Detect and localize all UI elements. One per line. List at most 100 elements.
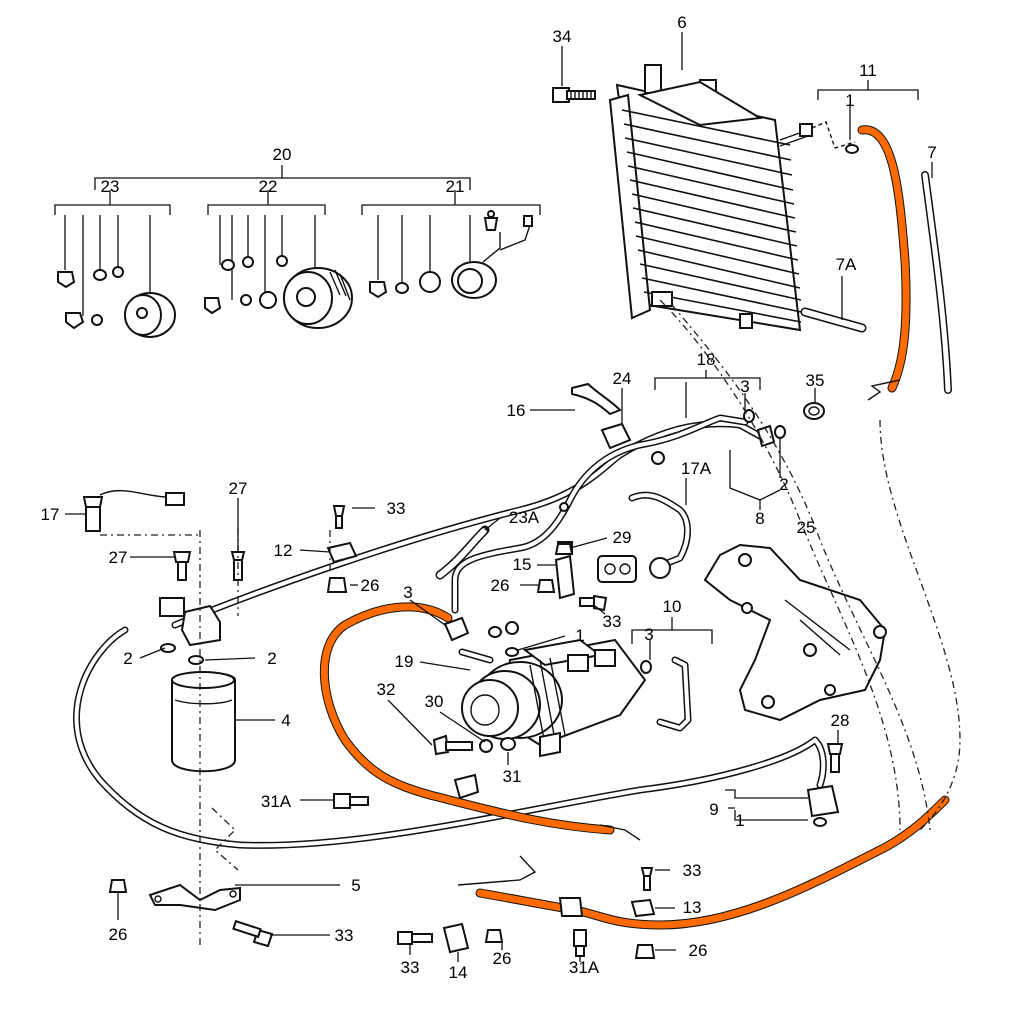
callout-24: 24 <box>613 369 632 388</box>
nut-29 <box>554 543 574 555</box>
callout-7a: 7A <box>836 255 857 274</box>
callout-30: 30 <box>425 692 444 711</box>
pipe-18 <box>171 414 764 629</box>
bolt-33-top <box>332 505 346 529</box>
callout-29: 29 <box>613 528 632 547</box>
callout-23: 23 <box>101 177 120 196</box>
o-ring-1 <box>845 144 859 154</box>
callout-2: 2 <box>267 649 276 668</box>
callout-10: 10 <box>663 597 682 616</box>
callout-26: 26 <box>361 576 380 595</box>
callout-21: 21 <box>446 177 465 196</box>
hose-11-connection-dash <box>811 121 856 149</box>
nut-26-left <box>108 879 128 893</box>
callout-14: 14 <box>449 963 468 982</box>
callout-34: 34 <box>553 27 572 46</box>
bolt-33-mid <box>579 594 608 612</box>
condenser <box>608 64 813 332</box>
callout-16: 16 <box>507 401 526 420</box>
callout-26: 26 <box>109 925 128 944</box>
bracket-9 <box>806 784 840 818</box>
break-mark-lower <box>457 855 537 886</box>
grommet-35 <box>803 402 825 420</box>
callout-3: 3 <box>403 583 412 602</box>
clamp-14 <box>442 922 470 954</box>
cable-tie-16 <box>571 382 622 416</box>
line-17a <box>597 491 691 583</box>
callout-8: 8 <box>755 509 764 528</box>
bolt-31a-lower <box>573 929 587 957</box>
bolt-31a-upper <box>333 793 369 809</box>
receiver-drier-4 <box>159 597 236 773</box>
nut-26-mid <box>536 579 556 593</box>
o-ring-1-lower <box>813 817 827 827</box>
o-ring-1-compressor <box>505 647 519 657</box>
callout-3: 3 <box>644 625 653 644</box>
bracket-12 <box>326 541 358 564</box>
bolt-33-bottom <box>397 931 433 945</box>
callout-33: 33 <box>401 958 420 977</box>
callout-31: 31 <box>503 767 522 786</box>
callout-26: 26 <box>491 576 510 595</box>
callout-33: 33 <box>335 926 354 945</box>
o-ring-2-top <box>774 425 786 439</box>
callout-7: 7 <box>927 143 936 162</box>
pressure-switch-17 <box>82 489 185 532</box>
callout-6: 6 <box>677 13 686 32</box>
bolt-34 <box>552 87 596 103</box>
callout-32: 32 <box>377 680 396 699</box>
o-ring-2-right <box>188 655 204 665</box>
callout-33: 33 <box>603 612 622 631</box>
callout-17: 17 <box>41 505 60 524</box>
nut-26-bottom <box>484 929 504 943</box>
clamp-5 <box>148 883 241 912</box>
hose-11 <box>857 125 911 393</box>
callout-2: 2 <box>123 649 132 668</box>
suction-hose-orange <box>475 795 950 930</box>
o-ring-2-left <box>160 643 176 653</box>
callout-labels: 34 6 11 1 7 7A 20 23 22 21 18 24 3 35 16… <box>41 13 937 982</box>
callout-1: 1 <box>575 626 584 645</box>
break-mark-mid <box>599 824 641 841</box>
callout-26: 26 <box>689 941 708 960</box>
callout-12: 12 <box>274 541 293 560</box>
bolt-33-lower <box>232 919 274 948</box>
bolt-33-right <box>640 867 654 891</box>
callout-28: 28 <box>831 711 850 730</box>
callout-25: 25 <box>797 518 816 537</box>
callout-3: 3 <box>740 377 749 396</box>
clamp-13 <box>630 898 656 918</box>
washer-31 <box>500 737 516 751</box>
nut-26-right <box>634 944 656 959</box>
washer-30 <box>479 739 493 753</box>
nut-26-upper <box>326 577 348 593</box>
insulator-24 <box>600 422 632 450</box>
callout-26: 26 <box>493 949 512 968</box>
compressor-19 <box>461 638 647 758</box>
bolt-32 <box>432 734 473 756</box>
callout-1: 1 <box>845 91 854 110</box>
bracket-25 <box>703 543 887 722</box>
callout-31a: 31A <box>261 792 292 811</box>
hose-23a <box>435 525 490 580</box>
callout-19: 19 <box>395 652 414 671</box>
callout-17a: 17A <box>681 459 712 478</box>
callout-33: 33 <box>387 499 406 518</box>
fitting-3-left <box>443 616 519 664</box>
callout-9: 9 <box>709 800 718 819</box>
callout-1: 1 <box>735 811 744 830</box>
callout-23a: 23A <box>509 508 540 527</box>
pipe-10 <box>640 656 692 732</box>
bolt-28 <box>826 743 844 773</box>
break-mark <box>867 379 901 401</box>
callout-18: 18 <box>697 350 716 369</box>
seal-strip-7 <box>921 171 952 394</box>
callout-31a: 31A <box>569 958 600 977</box>
callout-20: 20 <box>273 145 292 164</box>
clutch-kits <box>54 165 541 338</box>
callout-2: 2 <box>779 475 788 494</box>
callout-11: 11 <box>859 61 877 80</box>
pipe-drier-lower <box>72 626 827 849</box>
callout-35: 35 <box>806 371 825 390</box>
